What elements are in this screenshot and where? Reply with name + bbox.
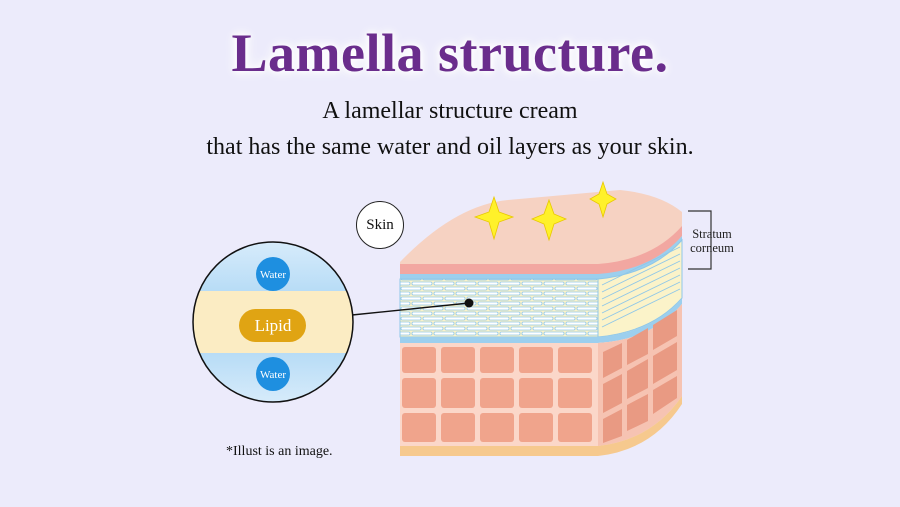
sparkle-icon: [589, 180, 617, 219]
connector-line: [351, 302, 470, 316]
skin-top-surface: [400, 190, 682, 280]
sparkle-icon: [473, 195, 515, 241]
skin-label-text: Skin: [366, 216, 394, 233]
stratum-bracket: [688, 210, 712, 270]
skin-cell-layer: [400, 304, 682, 456]
water-bubble-top: [256, 257, 290, 291]
stratum-label-line-2: corneum: [690, 241, 734, 255]
lipid-pill: [239, 309, 306, 342]
lipid-label: Lipid: [255, 316, 292, 335]
page-title: Lamella structure.: [231, 23, 669, 83]
stratum-corneum-label: Stratum corneum: [687, 227, 737, 255]
subtitle-line-1: A lamellar structure cream: [322, 98, 578, 124]
subtitle-line-2: that has the same water and oil layers a…: [206, 134, 694, 160]
zoom-circle: Water Lipid Water: [192, 241, 354, 403]
skin-label: Skin: [356, 201, 404, 249]
image-note: *Illust is an image.: [226, 444, 333, 459]
connector-dot: [464, 298, 474, 308]
water-bubble-bottom: [256, 357, 290, 391]
sparkle-icon: [530, 198, 568, 242]
water-label-top: Water: [260, 269, 286, 281]
stratum-label-line-1: Stratum: [692, 227, 732, 241]
stratum-corneum-layer: [399, 238, 683, 343]
water-label-bottom: Water: [260, 369, 286, 381]
sparkle-icon-group: [473, 180, 617, 242]
